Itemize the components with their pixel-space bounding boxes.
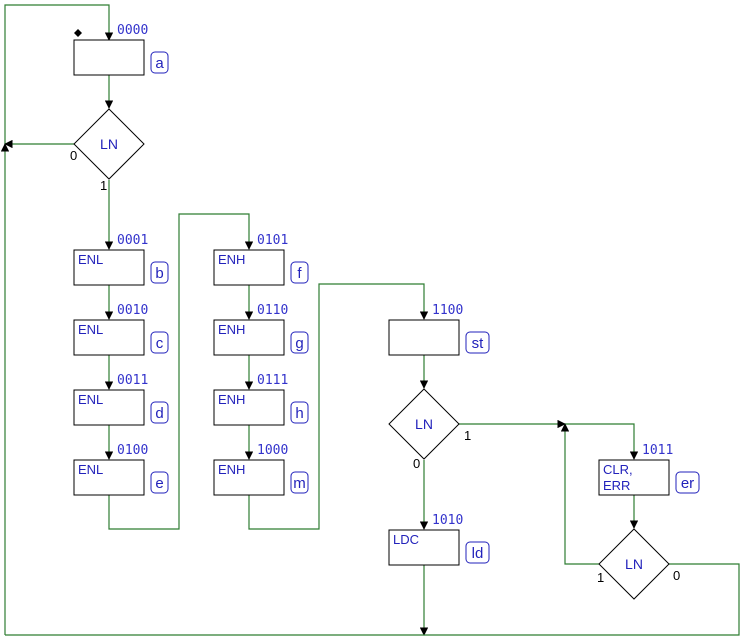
state-name-box bbox=[150, 471, 169, 494]
decision-condition: LN bbox=[625, 556, 643, 572]
state-name-box bbox=[290, 331, 309, 354]
connectors bbox=[0, 4, 740, 636]
wire-e-f bbox=[108, 213, 254, 530]
state-output: CLR, bbox=[603, 462, 633, 477]
decision-condition: LN bbox=[415, 416, 433, 432]
state-name: e bbox=[155, 475, 163, 492]
decision-false-label: 0 bbox=[673, 568, 680, 583]
state-box bbox=[213, 389, 285, 426]
state-box bbox=[73, 319, 145, 356]
state-name: d bbox=[155, 405, 163, 422]
state-name-box bbox=[150, 401, 169, 424]
state-name-box bbox=[675, 471, 700, 494]
state-name: st bbox=[472, 335, 485, 352]
decision-true-label: 1 bbox=[100, 178, 107, 193]
state-name-box bbox=[290, 261, 309, 284]
state-output: ERR bbox=[603, 478, 630, 493]
state-code: 1010 bbox=[432, 513, 463, 528]
state-code: 1011 bbox=[642, 443, 673, 458]
state-box bbox=[73, 459, 145, 496]
state-name: g bbox=[295, 335, 303, 352]
state-box bbox=[388, 319, 460, 356]
state-box bbox=[213, 459, 285, 496]
wire-d3-false bbox=[424, 563, 740, 636]
state-box bbox=[213, 319, 285, 356]
state-st: 1100 st bbox=[388, 303, 490, 356]
state-output: ENH bbox=[218, 392, 245, 407]
state-box bbox=[73, 389, 145, 426]
state-name: f bbox=[297, 265, 302, 282]
state-name-box bbox=[290, 401, 309, 424]
state-output: LDC bbox=[393, 532, 419, 547]
state-name: h bbox=[295, 405, 303, 422]
state-name-box bbox=[150, 331, 169, 354]
state-name: ld bbox=[472, 545, 484, 562]
state-boxes: 0000a0001ENLb0010ENLc0011ENLd0100ENLe010… bbox=[73, 23, 700, 566]
state-code: 0111 bbox=[257, 373, 288, 388]
decision-diamond bbox=[388, 388, 460, 460]
state-code: 0110 bbox=[257, 303, 288, 318]
decision-d2: LN 1 0 bbox=[388, 388, 471, 471]
state-output: ENH bbox=[218, 462, 245, 477]
state-name: b bbox=[155, 265, 163, 282]
state-box bbox=[388, 529, 460, 566]
decision-d3: LN 1 0 bbox=[597, 528, 680, 600]
decision-d1: LN 1 0 bbox=[70, 108, 145, 193]
state-code: 1000 bbox=[257, 443, 288, 458]
decision-diamond bbox=[598, 528, 670, 600]
state-box bbox=[73, 249, 145, 286]
decision-condition: LN bbox=[100, 136, 118, 152]
state-name-box bbox=[150, 51, 169, 74]
state-output: ENL bbox=[78, 322, 103, 337]
wire-d3-true bbox=[560, 423, 599, 565]
state-code: 0101 bbox=[257, 233, 288, 248]
decision-false-label: 0 bbox=[70, 148, 77, 163]
state-code: 0000 bbox=[117, 23, 148, 38]
wire-m-st bbox=[248, 283, 429, 530]
state-output: ENL bbox=[78, 392, 103, 407]
wire-return-top bbox=[4, 4, 114, 635]
state-name: c bbox=[156, 335, 164, 352]
state-output: ENH bbox=[218, 252, 245, 267]
state-output: ENL bbox=[78, 462, 103, 477]
decision-false-label: 0 bbox=[413, 456, 420, 471]
state-name: a bbox=[155, 55, 164, 72]
decision-true-label: 1 bbox=[597, 570, 604, 585]
state-box bbox=[73, 39, 145, 76]
state-name-box bbox=[290, 471, 309, 494]
entry-diamond-icon bbox=[74, 29, 82, 37]
state-box bbox=[598, 459, 670, 496]
decision-diamond bbox=[73, 108, 145, 180]
state-a: 0000 a bbox=[73, 23, 169, 76]
decision-true-label: 1 bbox=[464, 428, 471, 443]
state-name-box bbox=[465, 331, 490, 354]
state-output: ENH bbox=[218, 322, 245, 337]
state-name: m bbox=[293, 475, 306, 492]
state-name-box bbox=[150, 261, 169, 284]
state-output: ENL bbox=[78, 252, 103, 267]
wire-to-er bbox=[565, 423, 639, 460]
state-code: 0011 bbox=[117, 373, 148, 388]
state-code: 0001 bbox=[117, 233, 148, 248]
state-code: 1100 bbox=[432, 303, 463, 318]
state-code: 0100 bbox=[117, 443, 148, 458]
state-name: er bbox=[681, 475, 694, 492]
state-box bbox=[213, 249, 285, 286]
state-code: 0010 bbox=[117, 303, 148, 318]
state-name-box bbox=[465, 541, 490, 564]
